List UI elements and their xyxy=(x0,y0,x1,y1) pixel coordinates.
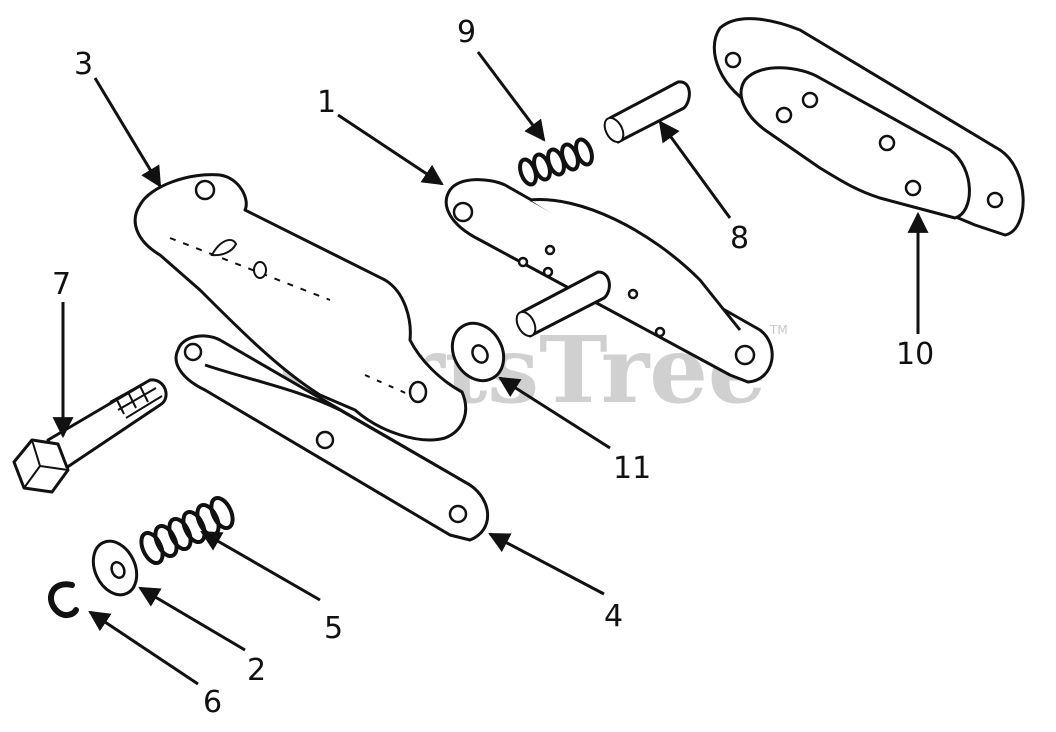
leader-6 xyxy=(88,610,199,686)
part-10-plate xyxy=(712,17,1025,237)
part-7-bolt xyxy=(12,378,168,494)
part-6-clip xyxy=(48,581,79,619)
callout-3: 3 xyxy=(74,47,93,82)
callout-6: 6 xyxy=(203,685,222,720)
callout-11: 11 xyxy=(613,451,651,486)
callout-1: 1 xyxy=(317,85,336,120)
callout-8: 8 xyxy=(730,221,749,256)
leader-5 xyxy=(200,530,321,602)
callout-4: 4 xyxy=(604,599,623,634)
part-5-spring xyxy=(139,496,235,565)
watermark-trademark: TM xyxy=(769,323,788,337)
callout-10: 10 xyxy=(896,337,934,372)
leader-9 xyxy=(476,51,546,142)
callout-7: 7 xyxy=(52,267,71,302)
leader-3 xyxy=(93,77,162,188)
callout-2: 2 xyxy=(247,653,266,688)
leader-lines xyxy=(52,51,929,686)
part-1-bracket xyxy=(444,178,774,384)
leader-4 xyxy=(488,532,605,596)
leader-1 xyxy=(337,113,444,186)
part-3-lever xyxy=(133,173,468,442)
leader-11 xyxy=(498,376,611,450)
leader-2 xyxy=(138,586,246,652)
part-11-washer xyxy=(450,321,506,383)
part-4-link xyxy=(174,334,490,542)
callout-5: 5 xyxy=(324,611,343,646)
callout-labels: 1 2 3 4 5 6 7 8 9 10 11 xyxy=(52,15,934,720)
part-8-pin xyxy=(603,80,691,144)
callout-9: 9 xyxy=(457,15,476,50)
part-9-spring xyxy=(518,137,594,187)
part-2-washer xyxy=(91,539,139,597)
leader-8 xyxy=(658,120,732,219)
